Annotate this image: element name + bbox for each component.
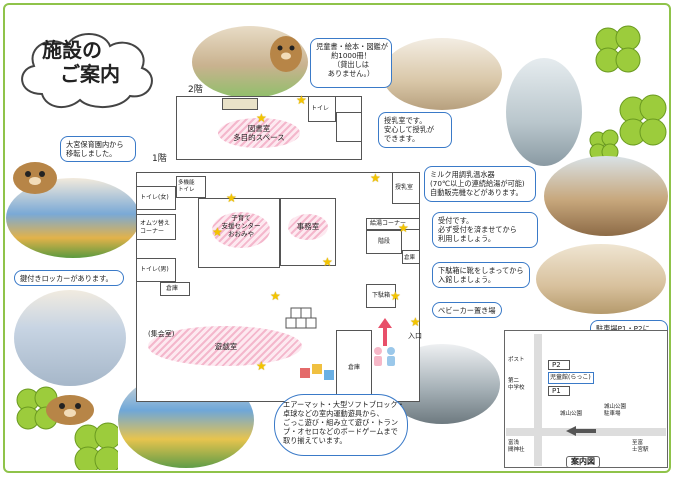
toy-blocks-icon (300, 364, 334, 380)
locker-bubble: 鍵付きロッカーがあります。 (14, 270, 124, 286)
star-hall: ★ (256, 359, 267, 373)
star-stroller: ★ (410, 315, 421, 329)
warehouse-mid-room (402, 250, 420, 264)
map-school-label: 第二 中学校 (508, 378, 525, 391)
play-hall-note: (集会室) (148, 330, 175, 338)
multi-toilet-label: 多機能 トイレ (178, 180, 195, 193)
moved-bubble: 大宮保育園内から 移転しました。 (60, 136, 136, 162)
star-moved: ★ (212, 225, 223, 239)
play-blocks-icon (285, 307, 317, 329)
toilet-2f-room (308, 96, 336, 122)
office-label: 事務室 (296, 222, 320, 231)
star-library: ★ (256, 111, 267, 125)
locker-photo (14, 290, 126, 386)
map-p1 (548, 386, 570, 396)
star-milk: ★ (398, 221, 409, 235)
toilet-2f-label: トイレ (311, 105, 330, 112)
clover-decoration (589, 25, 667, 161)
entrance-label: 入口 (408, 332, 422, 340)
toilet-women-room (136, 186, 176, 210)
stairs-2f-room (336, 112, 362, 142)
map-park-label: 城山公園 (560, 411, 583, 417)
reception-bubble: 受付です。 必ず受付を済ませてから 利用しましょう。 (432, 212, 538, 248)
play-bubble: エアーマット・大型ソフトブロック・ 卓球などの室内運動遊具から、 ごっこ遊び・組… (274, 394, 408, 456)
play-hall-highlight (148, 326, 302, 366)
otter-mascot-top-icon (270, 36, 302, 72)
map-post-label: ポスト (508, 357, 525, 363)
shoe-box-room (366, 284, 396, 308)
page-frame (3, 3, 671, 473)
milk-bubble: ミルク用調乳温水器 (70℃以上の連続給湯が可能) 自動販売機などがあります。 (424, 166, 536, 202)
stairs-1f-room (366, 230, 402, 254)
map-hall-label: 児童館(らっこ) (550, 374, 591, 381)
library-room-label: 図書室 多目的スペース (233, 124, 285, 142)
nursing-room-photo (382, 38, 502, 110)
nursing-room-label: 授乳室 (395, 184, 414, 191)
floor-2-label: 2階 (188, 85, 203, 95)
diaper-corner-label: オムツ替え コーナー (140, 220, 170, 235)
star-shoes: ★ (390, 289, 401, 303)
nursing-bubble: 授乳室です。 安心して授乳が できます。 (378, 112, 452, 148)
map-hall (548, 372, 594, 384)
floor-1-label: 1階 (152, 154, 167, 164)
warehouse-left-room (160, 282, 190, 296)
milk-corner-label: 給湯コーナー (370, 220, 407, 227)
star-support: ★ (226, 191, 237, 205)
toilet-women-label: トイレ(女) (140, 194, 169, 201)
star-locker: ★ (270, 289, 281, 303)
warehouse-bottom-label: 倉庫 (348, 364, 361, 371)
nursing-room (392, 172, 420, 204)
diaper-corner-room (136, 214, 176, 240)
multi-toilet-room (176, 176, 206, 198)
shoes-bubble: 下駄箱に靴をしまってから 入館しましょう。 (432, 262, 530, 288)
entrance-arrow-icon (378, 318, 392, 346)
map-hospital-label: 至富 士宮駅 (632, 440, 649, 453)
map-shrine-label: 富浅 間神社 (508, 440, 525, 453)
warehouse-left-label: 倉庫 (166, 285, 179, 292)
toilet-men-room (136, 258, 176, 282)
office-highlight (288, 214, 328, 240)
shoe-box-label: 下駄箱 (372, 292, 391, 299)
family-icon (374, 347, 395, 366)
map-p1-label: P1 (552, 387, 561, 395)
library-shelves (222, 98, 258, 110)
books-bubble: 児童書・絵本・図鑑が 約1000冊！ （貸出しは ありません。） (310, 38, 392, 88)
clover-decoration-bottom (16, 386, 118, 470)
map-park-parking-label: 城山公園 駐車場 (604, 404, 627, 417)
map-title: 案内図 (566, 456, 600, 468)
support-center-highlight (212, 212, 270, 248)
title-line-2: ご案内 (60, 62, 120, 86)
title-line-1: 施設の (42, 38, 102, 62)
milk-corner-room (366, 218, 420, 230)
reception-photo (544, 156, 668, 236)
toilet-men-label: トイレ(男) (140, 266, 169, 273)
map-road-vertical (534, 334, 542, 466)
star-multipurpose: ★ (296, 93, 307, 107)
play-hall-label: 遊戯室 (214, 342, 238, 351)
stroller-bubble: ベビーカー置き場 (432, 302, 502, 318)
map-p2-label: P2 (552, 361, 561, 369)
star-nursing: ★ (370, 171, 381, 185)
map-arrow-icon (566, 426, 596, 436)
map-p2 (548, 360, 570, 370)
warehouse-mid-label: 倉庫 (404, 255, 416, 261)
library-area-highlight (218, 118, 300, 148)
star-reception: ★ (322, 255, 333, 269)
title-cloud (21, 33, 153, 109)
stairs-1f-label: 階段 (378, 238, 391, 245)
milk-corner-photo (506, 58, 582, 166)
support-center-label: 子育て 支援センター おおみや (221, 214, 261, 238)
page-title: 施設の ご案内 (42, 38, 142, 86)
shoe-box-photo (536, 244, 666, 314)
otter-mascot-bottom-icon (46, 395, 94, 425)
otter-mascot-icon (13, 162, 57, 194)
